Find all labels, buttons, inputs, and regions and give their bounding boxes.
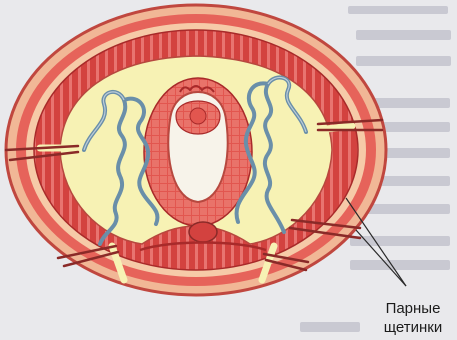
setae-label-line1: Парные (370, 299, 456, 318)
ventral-nerve-cord (189, 222, 217, 242)
callout-lines (346, 198, 406, 286)
intestine (144, 78, 252, 226)
setae-label-line2: щетинки (370, 318, 456, 337)
